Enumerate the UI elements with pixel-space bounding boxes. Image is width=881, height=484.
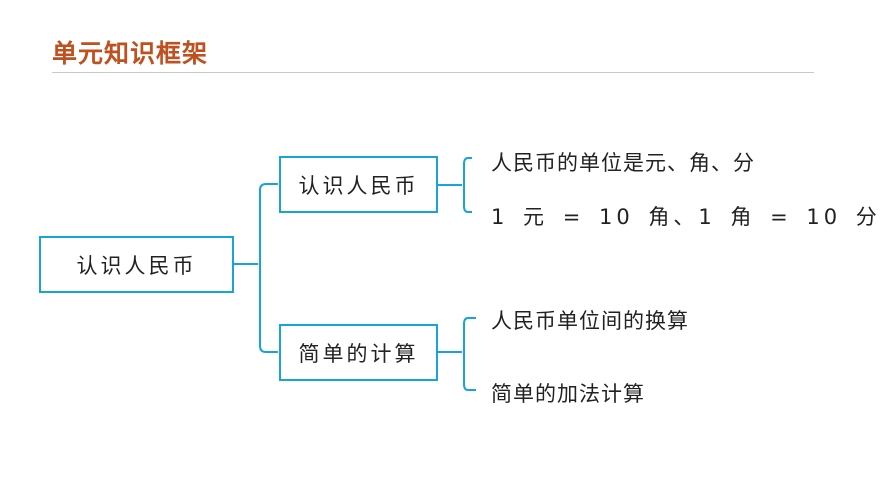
branch-node-2: 简单的计算 — [279, 324, 438, 381]
branch-node-1: 认识人民币 — [279, 156, 438, 213]
leaf-1-1: 人民币的单位是元、角、分 — [491, 151, 755, 175]
root-node-label: 认识人民币 — [76, 253, 197, 278]
page-title: 单元知识框架 — [52, 39, 209, 68]
connector-branch-1-bracket — [463, 157, 472, 213]
connector-trunk — [259, 183, 278, 353]
branch-node-2-label: 简单的计算 — [298, 341, 419, 366]
leaf-2-2: 简单的加法计算 — [491, 382, 645, 406]
root-node: 认识人民币 — [39, 236, 234, 293]
leaf-2-1: 人民币单位间的换算 — [491, 309, 689, 333]
branch-node-1-label: 认识人民币 — [298, 173, 419, 198]
connector-branch-2-bracket — [463, 317, 476, 391]
connector-lines — [234, 157, 476, 391]
leaf-1-2: 1 元 = 10 角、1 角 = 10 分 — [491, 205, 881, 229]
title-divider — [52, 72, 814, 73]
